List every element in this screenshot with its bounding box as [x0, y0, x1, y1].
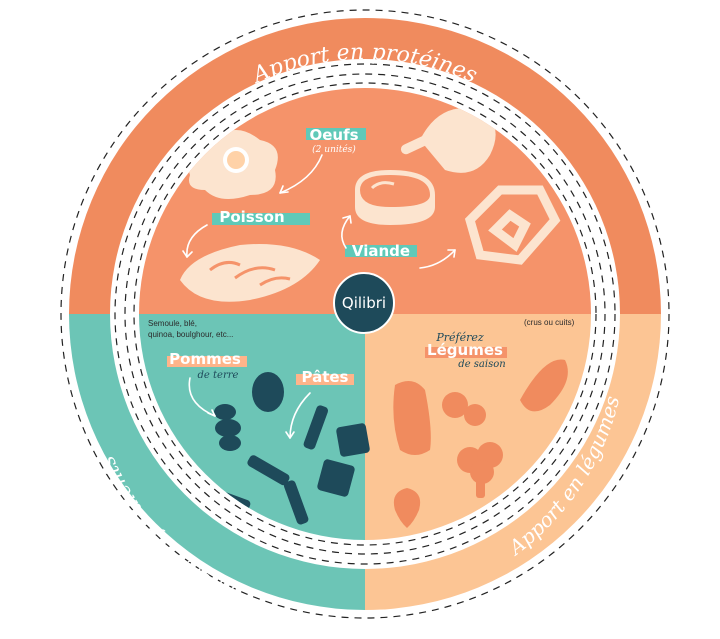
starches-note-line2: quinoa, boulghour, etc... [148, 330, 233, 339]
vegetables-icon [393, 359, 568, 528]
starches-note-line1: Semoule, blé, [148, 319, 197, 328]
fish-fillet-icon [180, 244, 320, 302]
vegetable-labels: (crus ou cuits) Préférez Légumes de sais… [425, 318, 575, 370]
steak-icon [355, 170, 435, 225]
arrow-icon [289, 392, 311, 439]
label-pommes-sub: de terre [198, 370, 239, 381]
arrow-icon [279, 154, 323, 194]
label-preferez: Préférez [435, 331, 484, 344]
arrow-icon [186, 224, 208, 258]
label-pommes: Pommes [169, 350, 241, 368]
label-pates: Pâtes [302, 368, 349, 386]
dashed-rings [60, 9, 670, 619]
label-poisson: Poisson [219, 208, 284, 226]
arrows [182, 154, 456, 439]
brand-logo: Qilibri [333, 272, 395, 334]
logo-text: Qilibri [342, 294, 386, 312]
label-oeufs: Oeufs [309, 126, 358, 144]
arrow-icon [341, 215, 351, 249]
starch-labels: Semoule, blé, quinoa, boulghour, etc... … [148, 319, 354, 386]
arrow-icon [419, 249, 456, 269]
label-legumes: Légumes [427, 341, 503, 359]
drumstick-icon [400, 108, 496, 173]
potato-icon [214, 372, 284, 451]
label-legumes-sub: de saison [458, 359, 505, 370]
label-oeufs-sub: (2 unités) [312, 144, 356, 155]
sausage-icon [464, 185, 561, 265]
protein-labels: Oeufs (2 unités) Poisson Viande [212, 126, 417, 260]
vegetables-note: (crus ou cuits) [524, 318, 575, 327]
label-viande: Viande [352, 242, 410, 260]
